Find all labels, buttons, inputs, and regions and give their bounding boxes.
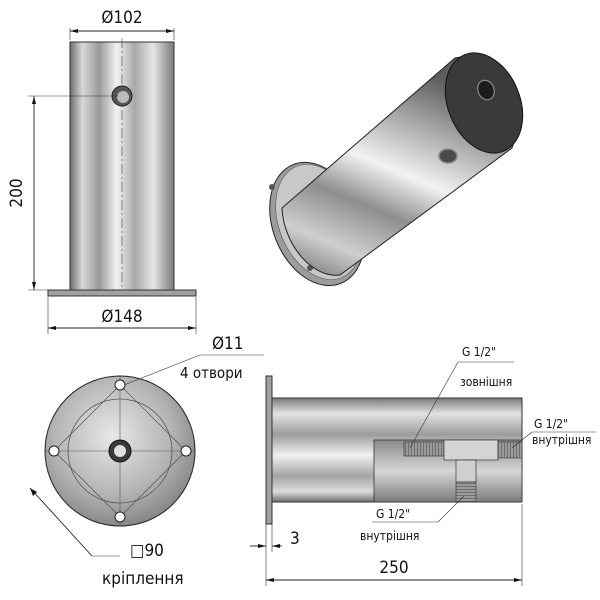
thread-bottom-type: внутрішня (360, 529, 419, 543)
tee-fitting (443, 439, 499, 461)
thread-side-type: внутрішня (532, 433, 591, 447)
hole-count-label: 4 отвори (180, 364, 243, 382)
mount-hole (48, 445, 60, 457)
thread-side-label: G 1/2" (534, 417, 568, 431)
flange-top-view: Ø11 4 отвори □90 кріплення (29, 334, 264, 589)
dim-length: 250 (379, 558, 408, 578)
side-inner-thread (497, 441, 523, 459)
thread-outer-type: зовнішня (460, 375, 512, 389)
thread-outer-label: G 1/2" (462, 345, 496, 359)
mount-hole (180, 445, 192, 457)
front-view: Ø102 200 Ø148 (7, 8, 197, 334)
dim-mount-square: □90 (130, 541, 164, 561)
thread-bottom-label: G 1/2" (376, 507, 410, 521)
isometric-view (269, 52, 524, 287)
iso-side-hole (438, 148, 458, 164)
pipe-outer-thread (403, 441, 445, 457)
mount-hole (114, 379, 126, 391)
section-flange (265, 375, 273, 525)
side-hole-inner (117, 91, 129, 103)
iso-end-hole (477, 79, 495, 101)
iso-end-cap (444, 52, 524, 154)
bottom-inner-thread (455, 481, 477, 503)
dim-flange-diameter: Ø148 (101, 307, 142, 327)
flange-front (47, 289, 197, 297)
dim-flange-thickness: 3 (290, 529, 300, 549)
mount-hole (114, 511, 126, 523)
dim-hole-diameter: Ø11 (212, 334, 244, 354)
dim-tube-diameter: Ø102 (101, 8, 142, 28)
dim-height: 200 (7, 178, 27, 207)
iso-flange-hole (269, 184, 275, 190)
side-section-view: G 1/2" зовнішня G 1/2" внутрішня G 1/2" … (250, 345, 596, 586)
mount-label: кріплення (102, 569, 184, 589)
